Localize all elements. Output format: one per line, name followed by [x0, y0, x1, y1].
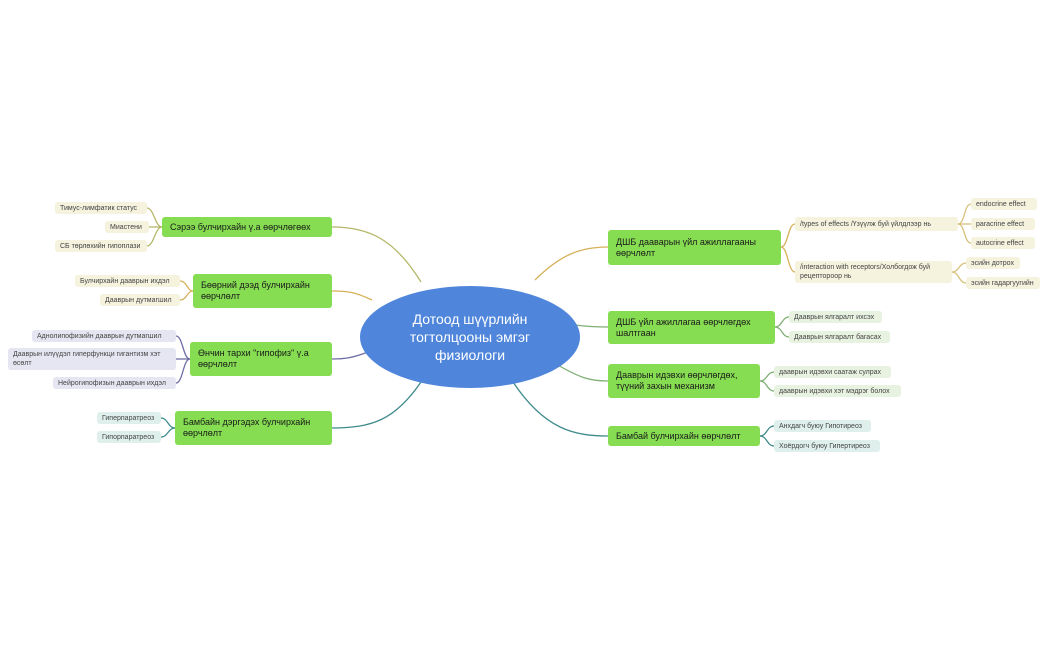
leaf-label: Анхдагч буюу Гипотиреоз — [779, 422, 862, 430]
branch-label: Өнчин тархи "гипофиз" ү.а өөрчлөлт — [198, 348, 309, 369]
leaf-label: Гипорпаратреоз — [102, 433, 155, 441]
subtopic-interaction-receptors[interactable]: /interaction with receptors/Холбогдож бу… — [795, 261, 952, 283]
leaf-label: Дааврын дутмагшил — [105, 296, 172, 304]
leaf-label: Аднолипофизийн дааврын дутмагшил — [37, 332, 162, 340]
branch-adrenal[interactable]: Бөөрний дээд булчирхайн өөрчлөлт — [193, 274, 332, 308]
leaf-label: дааврын идэвхи саатаж сулрах — [779, 368, 882, 376]
link-root-b8 — [512, 381, 609, 437]
branch-label: Бөөрний дээд булчирхайн өөрчлөлт — [201, 280, 310, 301]
leaf-adenohypophysis[interactable]: Аднолипофизийн дааврын дутмагшил — [32, 330, 176, 342]
branch-pituitary[interactable]: Өнчин тархи "гипофиз" ү.а өөрчлөлт — [190, 342, 332, 376]
leaf-adrenal-deficiency[interactable]: Дааврын дутмагшил — [100, 294, 180, 306]
link-root-b4 — [331, 381, 422, 429]
link-root-b2 — [331, 290, 373, 301]
link-root-b7 — [555, 363, 609, 382]
leaf-label: Булчирхайн дааврын ихдэл — [80, 277, 170, 285]
link-root-b1 — [331, 226, 422, 283]
leaf-myasthenia[interactable]: Миастени — [105, 221, 149, 233]
leaf-label: autocrine effect — [976, 239, 1024, 247]
leaf-label: дааврын идэвхи хэт мэдрэг болох — [779, 387, 890, 395]
leaf-label: СБ төрлөхийн гипоплази — [60, 242, 141, 250]
leaf-label: эсийн гадаргуугийн — [971, 279, 1034, 287]
leaf-label: Миастени — [110, 223, 142, 231]
leaf-label: Дааврын илүүдэл гиперфункци гигантизм хэ… — [13, 351, 161, 367]
subtopic-types-of-effects[interactable]: /types of effects /Үзүүлж буй үйлдлээр н… — [795, 217, 958, 231]
leaf-adrenal-excess[interactable]: Булчирхайн дааврын ихдэл — [75, 275, 180, 287]
branch-label: ДШБ дааварын үйл ажиллагааны өөрчлөлт — [616, 236, 757, 258]
leaf-label: Дааврын ялгаралт ихсэх — [794, 313, 875, 321]
leaf-label: Тимус-лимфатик статус — [60, 204, 138, 212]
leaf-label: paracrine effect — [976, 220, 1025, 228]
link-root-b6 — [574, 324, 609, 328]
leaf-hyperthyroid[interactable]: Хоёрдогч буюу Гипертиреоз — [774, 440, 880, 452]
leaf-label: endocrine effect — [976, 200, 1026, 208]
leaf-hyperparathyroid[interactable]: Гиперпаратреоз — [97, 412, 161, 424]
leaf-label: Нейрогипофизын дааврын ихдэл — [58, 379, 166, 387]
leaf-thymus-lymphatic[interactable]: Тимус-лимфатик статус — [55, 202, 147, 214]
subtopic-label: /types of effects /Үзүүлж буй үйлдлээр н… — [800, 220, 931, 228]
branch-label: ДШБ үйл ажиллагаа өөрчлөгдөх шалтгаан — [616, 316, 751, 338]
branch-label: Бамбай булчирхайн өөрчлөлт — [616, 430, 741, 441]
root-topic[interactable]: Дотоод шүүрлийн тогтолцооны эмгэг физиол… — [360, 286, 580, 388]
leaf-gigantism[interactable]: Дааврын илүүдэл гиперфункци гигантизм хэ… — [8, 348, 176, 370]
link-root-b3 — [331, 351, 369, 360]
root-title: Дотоод шүүрлийн тогтолцооны эмгэг физиол… — [409, 311, 531, 363]
leaf-label: Дааврын ялгаралт багасах — [794, 333, 882, 341]
branch-label: Бамбайн дэргэдэх булчирхайн өөрчлөлт — [183, 417, 311, 438]
leaf-activity-weaken[interactable]: дааврын идэвхи саатаж сулрах — [774, 366, 891, 378]
branch-label: Дааврын идэвхи өөрчлөгдөх, түүний захын … — [616, 370, 738, 391]
link-root-b5 — [534, 246, 609, 281]
branch-hormone-function[interactable]: ДШБ дааварын үйл ажиллагааны өөрчлөлт — [608, 230, 781, 265]
leaf-paracrine-effect[interactable]: paracrine effect — [971, 218, 1035, 230]
leaf-label: Хоёрдогч буюу Гипертиреоз — [779, 442, 870, 450]
branch-label: Сэрээ булчирхайн ү.а өөрчлөгөөх — [170, 221, 311, 232]
leaf-endocrine-effect[interactable]: endocrine effect — [971, 198, 1037, 210]
leaf-intracellular[interactable]: эсийн дотрох — [966, 257, 1020, 269]
leaf-surface[interactable]: эсийн гадаргуугийн — [966, 277, 1040, 289]
subtopic-label: /interaction with receptors/Холбогдож бу… — [800, 264, 931, 280]
branch-activity-mechanism[interactable]: Дааврын идэвхи өөрчлөгдөх, түүний захын … — [608, 364, 760, 398]
leaf-hypoplasia[interactable]: СБ төрлөхийн гипоплази — [55, 240, 147, 252]
branch-parathyroid[interactable]: Бамбайн дэргэдэх булчирхайн өөрчлөлт — [175, 411, 332, 445]
leaf-hypothyroid[interactable]: Анхдагч буюу Гипотиреоз — [774, 420, 871, 432]
branch-thymus[interactable]: Сэрээ булчирхайн ү.а өөрчлөгөөх — [162, 217, 332, 237]
branch-causes[interactable]: ДШБ үйл ажиллагаа өөрчлөгдөх шалтгаан — [608, 311, 775, 344]
leaf-activity-sensitive[interactable]: дааврын идэвхи хэт мэдрэг болох — [774, 385, 901, 397]
leaf-secretion-increase[interactable]: Дааврын ялгаралт ихсэх — [789, 311, 882, 323]
leaf-label: эсийн дотрох — [971, 259, 1014, 267]
leaf-hypoparathyroid[interactable]: Гипорпаратреоз — [97, 431, 161, 443]
branch-thyroid[interactable]: Бамбай булчирхайн өөрчлөлт — [608, 426, 760, 446]
leaf-secretion-decrease[interactable]: Дааврын ялгаралт багасах — [789, 331, 890, 343]
leaf-neurohypophysis[interactable]: Нейрогипофизын дааврын ихдэл — [53, 377, 176, 389]
leaf-label: Гиперпаратреоз — [102, 414, 155, 422]
leaf-autocrine-effect[interactable]: autocrine effect — [971, 237, 1035, 249]
